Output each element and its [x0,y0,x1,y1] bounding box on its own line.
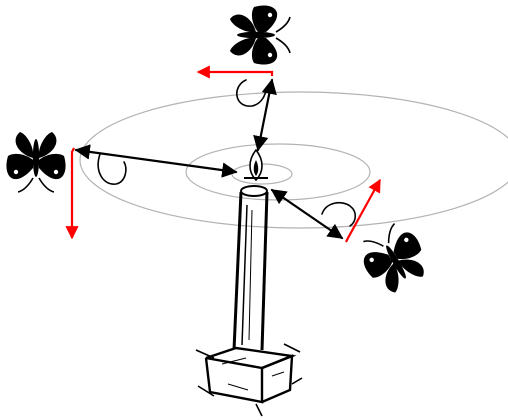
heading-arrow-left [72,148,74,238]
moth-icon [353,218,434,300]
heading-arrow-top [198,72,272,76]
moth-top [198,5,290,150]
orbit-middle [186,144,370,200]
angle-arc-right [322,203,355,226]
moth-icon [6,132,65,192]
angle-arc-left [98,154,126,184]
candle-icon [196,150,302,416]
distance-arrow-top [258,80,272,150]
moth-left [6,132,236,238]
distance-arrow-right [272,190,342,238]
moth-icon [230,5,290,64]
moth-right [272,180,435,299]
